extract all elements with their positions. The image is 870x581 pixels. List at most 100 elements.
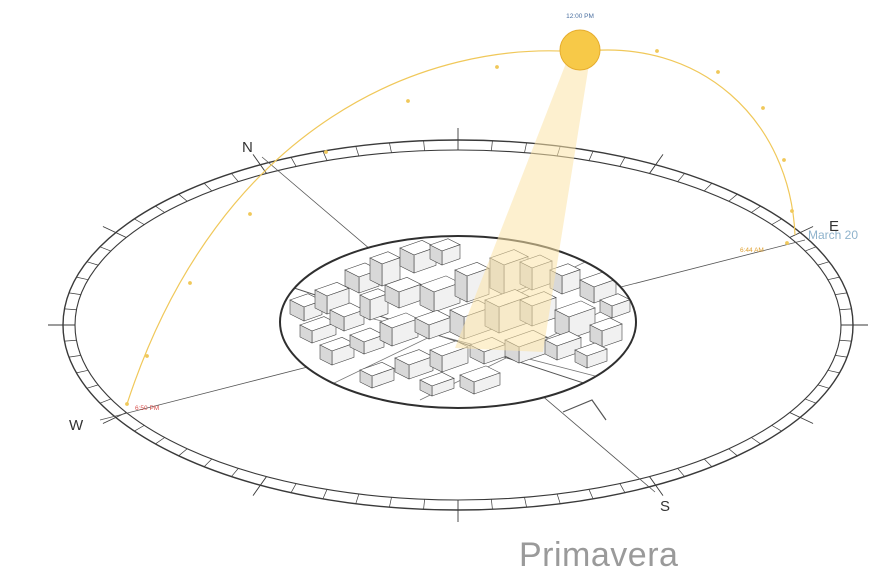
building-block: [599, 293, 631, 319]
block-side: [299, 324, 313, 344]
hour-marker: [248, 212, 252, 216]
ring-tick: [839, 339, 852, 342]
noon-time-label: 12:00 PM: [566, 13, 594, 20]
building-block: [299, 316, 337, 344]
hour-marker: [790, 209, 794, 213]
ring-tick: [619, 157, 626, 167]
city-model: [279, 235, 637, 409]
sun-beam: [455, 58, 590, 352]
ring-tick: [252, 154, 267, 174]
block-side: [544, 339, 558, 361]
ring-tick: [751, 437, 761, 445]
hour-marker: [125, 402, 129, 406]
ring-tick: [491, 140, 493, 151]
date-label: March 20: [808, 228, 858, 242]
ring-tick: [423, 140, 425, 151]
ring-tick: [178, 448, 188, 457]
building-block: [414, 309, 452, 340]
block-side: [429, 244, 443, 266]
block-side: [459, 374, 475, 395]
building-block: [394, 349, 434, 380]
ring-tick: [789, 412, 814, 424]
ring-tick: [835, 292, 848, 295]
block-side: [379, 321, 393, 347]
hour-marker: [406, 99, 410, 103]
ring-tick: [322, 151, 328, 161]
ring-tick: [728, 193, 738, 202]
ring-tick: [203, 458, 213, 467]
block-side: [349, 334, 365, 355]
ring-tick: [835, 355, 848, 358]
hour-marker: [324, 150, 328, 154]
building-block: [369, 251, 401, 287]
hour-marker: [782, 158, 786, 162]
building-block: [574, 342, 608, 369]
ring-tick: [817, 261, 830, 266]
hour-marker: [716, 70, 720, 74]
ring-tick: [68, 355, 81, 358]
building-block: [289, 293, 323, 322]
ring-tick: [355, 493, 360, 504]
season-title: Primavera: [519, 536, 679, 574]
ring-tick: [771, 425, 782, 432]
ring-tick: [619, 483, 626, 493]
block-side: [329, 309, 345, 332]
ring-tick: [134, 218, 145, 225]
sun-icon: [559, 29, 601, 71]
ring-tick: [703, 458, 713, 467]
ring-tick: [703, 183, 713, 192]
ring-tick: [389, 142, 392, 153]
block-side: [399, 247, 415, 274]
ring-tick: [76, 276, 89, 281]
ring-tick: [231, 173, 239, 182]
building-block: [429, 238, 461, 266]
ring-tick: [839, 308, 852, 311]
hour-marker: [761, 106, 765, 110]
block-side: [359, 369, 373, 389]
hour-marker: [785, 241, 789, 245]
ring-tick: [817, 384, 830, 389]
block-side: [369, 257, 383, 287]
ring-tick: [491, 499, 493, 510]
building-block: [419, 371, 455, 397]
ring-tick: [524, 142, 527, 153]
ring-tick: [178, 193, 188, 202]
ring-tick: [677, 173, 685, 182]
building-block: [589, 317, 623, 348]
building-block: [319, 336, 355, 366]
ring-tick: [789, 226, 814, 238]
north-label: N: [242, 139, 253, 156]
east-label: E: [829, 218, 839, 235]
block-side: [579, 279, 595, 304]
compass-ring: [48, 128, 868, 522]
ring-tick: [99, 398, 112, 404]
ring-tick: [86, 384, 99, 389]
hour-marker: [188, 281, 192, 285]
ring-tick: [355, 146, 360, 157]
ring-tick: [68, 292, 81, 295]
block-side: [599, 299, 613, 319]
ring-tick: [99, 246, 112, 252]
building-block: [359, 288, 389, 321]
ring-tick: [423, 499, 425, 510]
ring-tick: [827, 276, 840, 281]
ring-tick: [64, 339, 77, 342]
ring-tick: [86, 261, 99, 266]
north-arrow-mark: [562, 399, 607, 421]
hour-marker: [655, 49, 659, 53]
ring-tick: [649, 154, 664, 174]
sunset-time-label: 6:50 PM: [135, 405, 159, 412]
block-side: [454, 269, 468, 303]
building-block: [349, 327, 385, 355]
block-side: [414, 317, 430, 340]
hour-marker: [495, 65, 499, 69]
sunrise-time-label: 6:44 AM: [740, 247, 764, 254]
block-side: [394, 357, 410, 380]
ring-tick: [556, 493, 561, 504]
building-block: [379, 312, 419, 347]
ring-tick: [231, 468, 239, 477]
ring-tick: [76, 369, 89, 374]
block-side: [344, 269, 360, 294]
building-block: [554, 300, 596, 340]
